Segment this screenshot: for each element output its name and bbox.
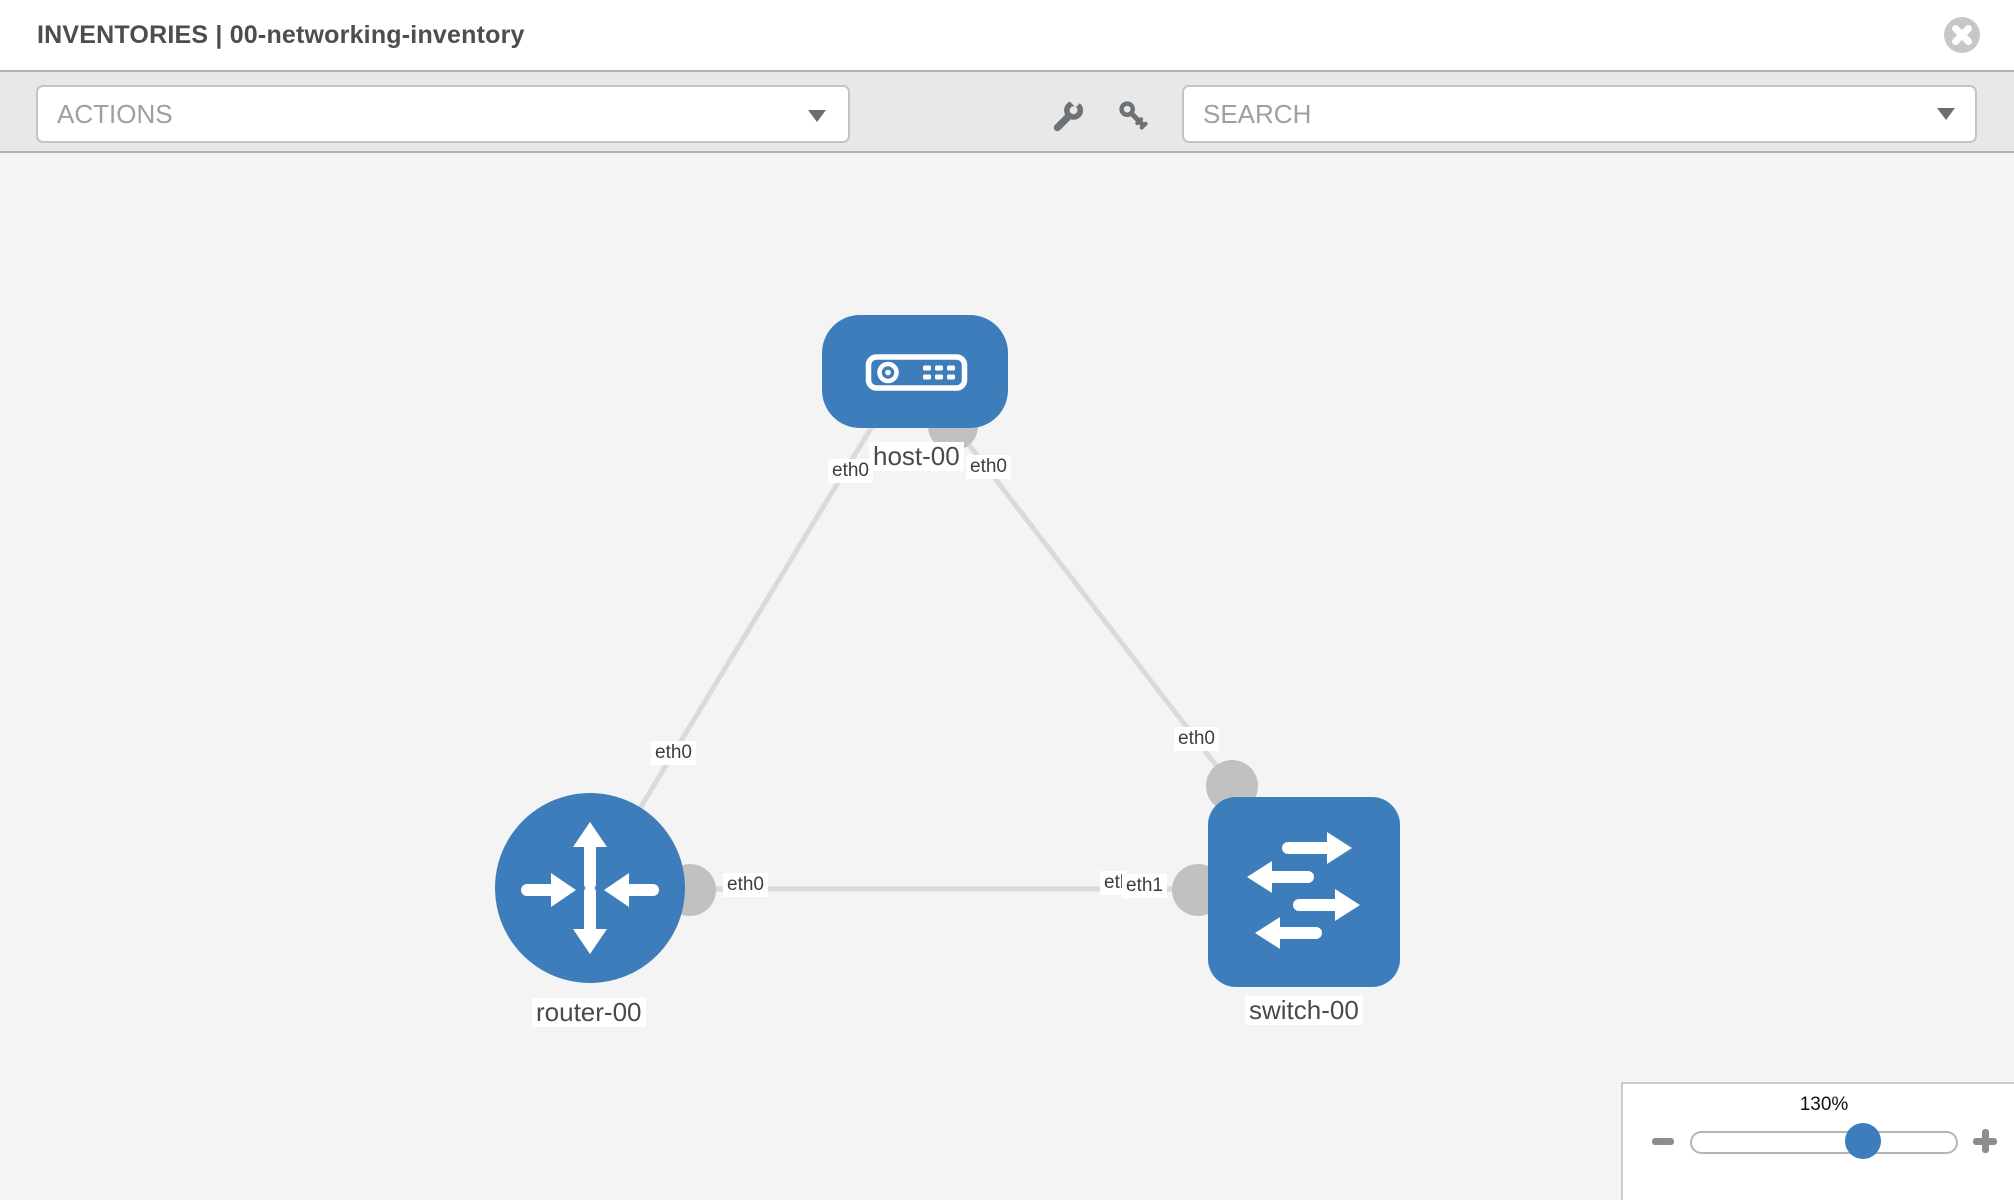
topology-canvas[interactable]: host-00 router-00 switch-00 eth0 eth0 et… bbox=[0, 153, 2014, 1200]
switch-icon bbox=[1247, 832, 1360, 949]
interface-label-router-to-host: eth0 bbox=[651, 741, 696, 765]
actions-dropdown-label: ACTIONS bbox=[57, 99, 173, 129]
page-title: INVENTORIES | 00-networking-inventory bbox=[37, 21, 525, 49]
node-label-host: host-00 bbox=[869, 442, 964, 471]
toolbar: ACTIONS bbox=[0, 70, 2014, 153]
actions-dropdown[interactable]: ACTIONS bbox=[36, 85, 850, 143]
window-header: INVENTORIES | 00-networking-inventory bbox=[0, 0, 2014, 70]
node-host-00[interactable] bbox=[822, 315, 1008, 428]
key-icon bbox=[1119, 101, 1148, 130]
interface-label-switch-to-host: eth0 bbox=[1174, 727, 1219, 751]
chevron-down-icon bbox=[1937, 108, 1955, 120]
zoom-in-button[interactable] bbox=[1973, 1129, 1997, 1153]
node-router-00[interactable] bbox=[495, 793, 685, 983]
wrench-button[interactable] bbox=[1049, 90, 1087, 136]
node-label-router: router-00 bbox=[532, 998, 646, 1027]
close-button[interactable] bbox=[1942, 15, 1982, 55]
chevron-down-icon bbox=[808, 110, 826, 122]
search-combo bbox=[1182, 85, 1977, 143]
router-icon bbox=[521, 822, 659, 954]
zoom-out-button[interactable] bbox=[1652, 1138, 1674, 1145]
interface-label-host-to-router: eth0 bbox=[828, 459, 873, 483]
interface-label-host-to-switch: eth0 bbox=[966, 455, 1011, 479]
topology-graph bbox=[495, 315, 1400, 987]
zoom-slider-thumb[interactable] bbox=[1845, 1123, 1881, 1159]
search-input[interactable] bbox=[1182, 85, 1977, 143]
interface-label-router-to-switch: eth0 bbox=[723, 873, 768, 897]
zoom-slider-track[interactable] bbox=[1690, 1131, 1958, 1154]
link-host-switch[interactable] bbox=[951, 422, 1234, 788]
zoom-control-panel: 130% bbox=[1621, 1082, 2014, 1200]
interface-label-switch-to-router: eth1 bbox=[1122, 874, 1167, 898]
close-icon bbox=[1944, 17, 1980, 53]
key-button[interactable] bbox=[1116, 98, 1154, 136]
zoom-percentage: 130% bbox=[1799, 1094, 1849, 1115]
host-icon bbox=[865, 354, 968, 391]
node-label-switch: switch-00 bbox=[1245, 996, 1363, 1025]
wrench-icon bbox=[1053, 90, 1084, 132]
node-switch-00[interactable] bbox=[1208, 797, 1400, 987]
